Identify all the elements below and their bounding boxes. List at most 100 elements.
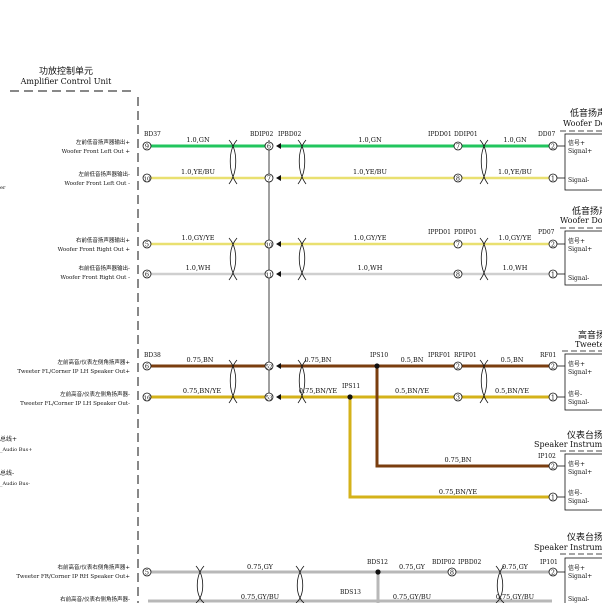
pin-label: 8 xyxy=(450,569,454,577)
signal-label-woofer-fr-minus-cn: 右前低音扬声器输出- xyxy=(79,264,131,272)
signal-label-tweeter-fl-plus-en: Tweeter FL/Corner IP LH Speaker Out+ xyxy=(17,369,130,375)
component-sig-plus-cn: 信号+ xyxy=(568,460,585,468)
connector-label-dd07: DD07 xyxy=(538,131,555,138)
signal-label-tweeter-fr-minus-cn: 右前高音/仪表右侧角扬声器- xyxy=(60,595,130,603)
pin-label: 2 xyxy=(551,363,555,371)
pin-circle xyxy=(142,392,152,402)
connector-label-ip102: IP102 xyxy=(538,453,556,460)
connector-label-bdip02: BDIP02 xyxy=(250,131,273,138)
pin-circle xyxy=(264,392,274,402)
wire-label: 0.5,BN xyxy=(401,356,424,364)
component-sig-minus-en: Signal- xyxy=(568,399,589,406)
wire-label: 0.5,BN/YE xyxy=(495,387,529,395)
pin-label: 1 xyxy=(551,271,555,279)
connector-label-ipbd02: IPBD02 xyxy=(278,131,301,138)
pin-circle xyxy=(453,173,463,183)
pin-label: 2 xyxy=(551,241,555,249)
wire-label: 0.75,GY/BU xyxy=(241,593,280,601)
component-sig-plus-en: Signal+ xyxy=(568,573,592,580)
component-box xyxy=(564,133,602,191)
pin-circle xyxy=(264,141,274,151)
pin-circle xyxy=(453,269,463,279)
pin-circle xyxy=(142,361,152,371)
pin-label: 9 xyxy=(145,143,149,151)
unit-title-cn: 功放控制单元 xyxy=(39,65,93,77)
connector-labels: BD37 BDIP02 IPBD02 IPDD01 DDIP01 DD07 IP… xyxy=(144,131,558,596)
pin-label: 8 xyxy=(456,271,460,279)
connector-arrow xyxy=(276,363,281,369)
twist-2a xyxy=(228,237,238,281)
twist-4a xyxy=(195,565,205,603)
pin-label: 2 xyxy=(456,363,460,371)
pin-label: 7 xyxy=(267,175,271,183)
pin-label: 7 xyxy=(456,143,460,151)
signal-label-woofer-fl-minus-cn: 左前低音扬声器输出- xyxy=(79,170,131,178)
component-sig-plus-cn: 信号+ xyxy=(568,237,585,245)
component-sig-plus-cn: 信号+ xyxy=(568,360,585,368)
wire-label: 0.75,BN xyxy=(304,356,331,364)
connector-arrow xyxy=(276,175,281,181)
wire-label: 1.0,YE/BU xyxy=(353,168,387,176)
pin-label: 2 xyxy=(551,569,555,577)
connector-label-ddip01: DDIP01 xyxy=(454,131,478,138)
pin-label: 52 xyxy=(266,365,273,371)
pin-label: 5 xyxy=(145,241,149,249)
component-sig-minus-en: Signal- xyxy=(568,177,589,184)
pin-label: 2 xyxy=(551,143,555,151)
unit-title-en: Amplifier Control Unit xyxy=(20,77,113,86)
wire-label: 0.75,BN xyxy=(186,356,213,364)
pin-circle xyxy=(142,173,152,183)
component-box xyxy=(564,353,602,411)
connector-label-ipdd01: IPDD01 xyxy=(428,131,452,138)
pin-circle xyxy=(453,392,463,402)
connector-label-ips10: IPS10 xyxy=(370,352,388,359)
twisted-pairs xyxy=(195,139,505,603)
connector-label-pd07: PD07 xyxy=(538,229,555,236)
wire-label: 0.75,BN/YE xyxy=(439,488,477,496)
wire-label: 0.75,BN xyxy=(444,456,471,464)
component-box xyxy=(564,230,602,286)
component-title-cn: 仪表台扬 xyxy=(567,531,602,543)
component-sig-plus-en: Signal+ xyxy=(568,369,592,376)
connector-arrow xyxy=(276,271,281,277)
component-sig-minus-en: Signal- xyxy=(568,498,589,505)
pin-circle xyxy=(142,567,152,577)
signal-label-woofer-fr-minus-en: Woofer Front Right Out - xyxy=(60,275,130,281)
connector-label-ips11: IPS11 xyxy=(342,383,360,390)
signal-label-tweeter-fr-plus-en: Tweeter FR/Corner IP RH Speaker Out+ xyxy=(16,574,130,580)
pin-label: 8 xyxy=(456,175,460,183)
pin-label: 1 xyxy=(551,494,555,502)
twist-3a xyxy=(228,359,238,404)
component-sig-plus-cn: 信号+ xyxy=(568,139,585,147)
connector-label-bds13: BDS13 xyxy=(340,589,361,596)
connector-arrow xyxy=(276,143,281,149)
wire-label: 1.0,GY/YE xyxy=(182,234,215,242)
signal-label-woofer-fl-minus-en: Woofer Front Left Out - xyxy=(64,181,130,187)
connector-label-rfip01: RFIP01 xyxy=(454,352,477,359)
left-edge-er: er xyxy=(0,185,6,191)
twist-4c xyxy=(495,565,505,603)
wire-label: 1.0,YE/BU xyxy=(498,168,532,176)
pin-circle xyxy=(453,141,463,151)
wire-label: 1.0,GY/YE xyxy=(354,234,387,242)
pin-label: 6 xyxy=(267,143,271,151)
component-title-cn: 低音扬声 xyxy=(570,107,602,119)
wire-label: 0.75,GY xyxy=(399,563,426,571)
component-sig-minus-en: Signal- xyxy=(568,275,589,282)
connector-label-bd38: BD38 xyxy=(144,352,161,359)
pin-circle xyxy=(453,361,463,371)
pin-circle xyxy=(453,239,463,249)
component-sig-plus-en: Signal+ xyxy=(568,246,592,253)
pin-label: 1 xyxy=(551,175,555,183)
junction-bds12 xyxy=(375,569,381,575)
signal-label-tweeter-fl-minus-cn: 左前高音/仪表左侧角扬声器- xyxy=(60,390,130,398)
signal-labels: 左前低音扬声器输出+ Woofer Front Left Out + 左前低音扬… xyxy=(16,138,130,603)
signal-label-woofer-fl-plus-cn: 左前低音扬声器输出+ xyxy=(76,138,131,146)
pin-circle xyxy=(142,141,152,151)
pin-label: 5 xyxy=(145,569,149,577)
twist-2c xyxy=(479,237,489,281)
twist-1c xyxy=(479,139,489,185)
wire-label: 1.0,WH xyxy=(358,264,383,272)
pin-circle xyxy=(264,269,274,279)
left-bus-plus-en: _Audio Bus+ xyxy=(0,447,32,453)
